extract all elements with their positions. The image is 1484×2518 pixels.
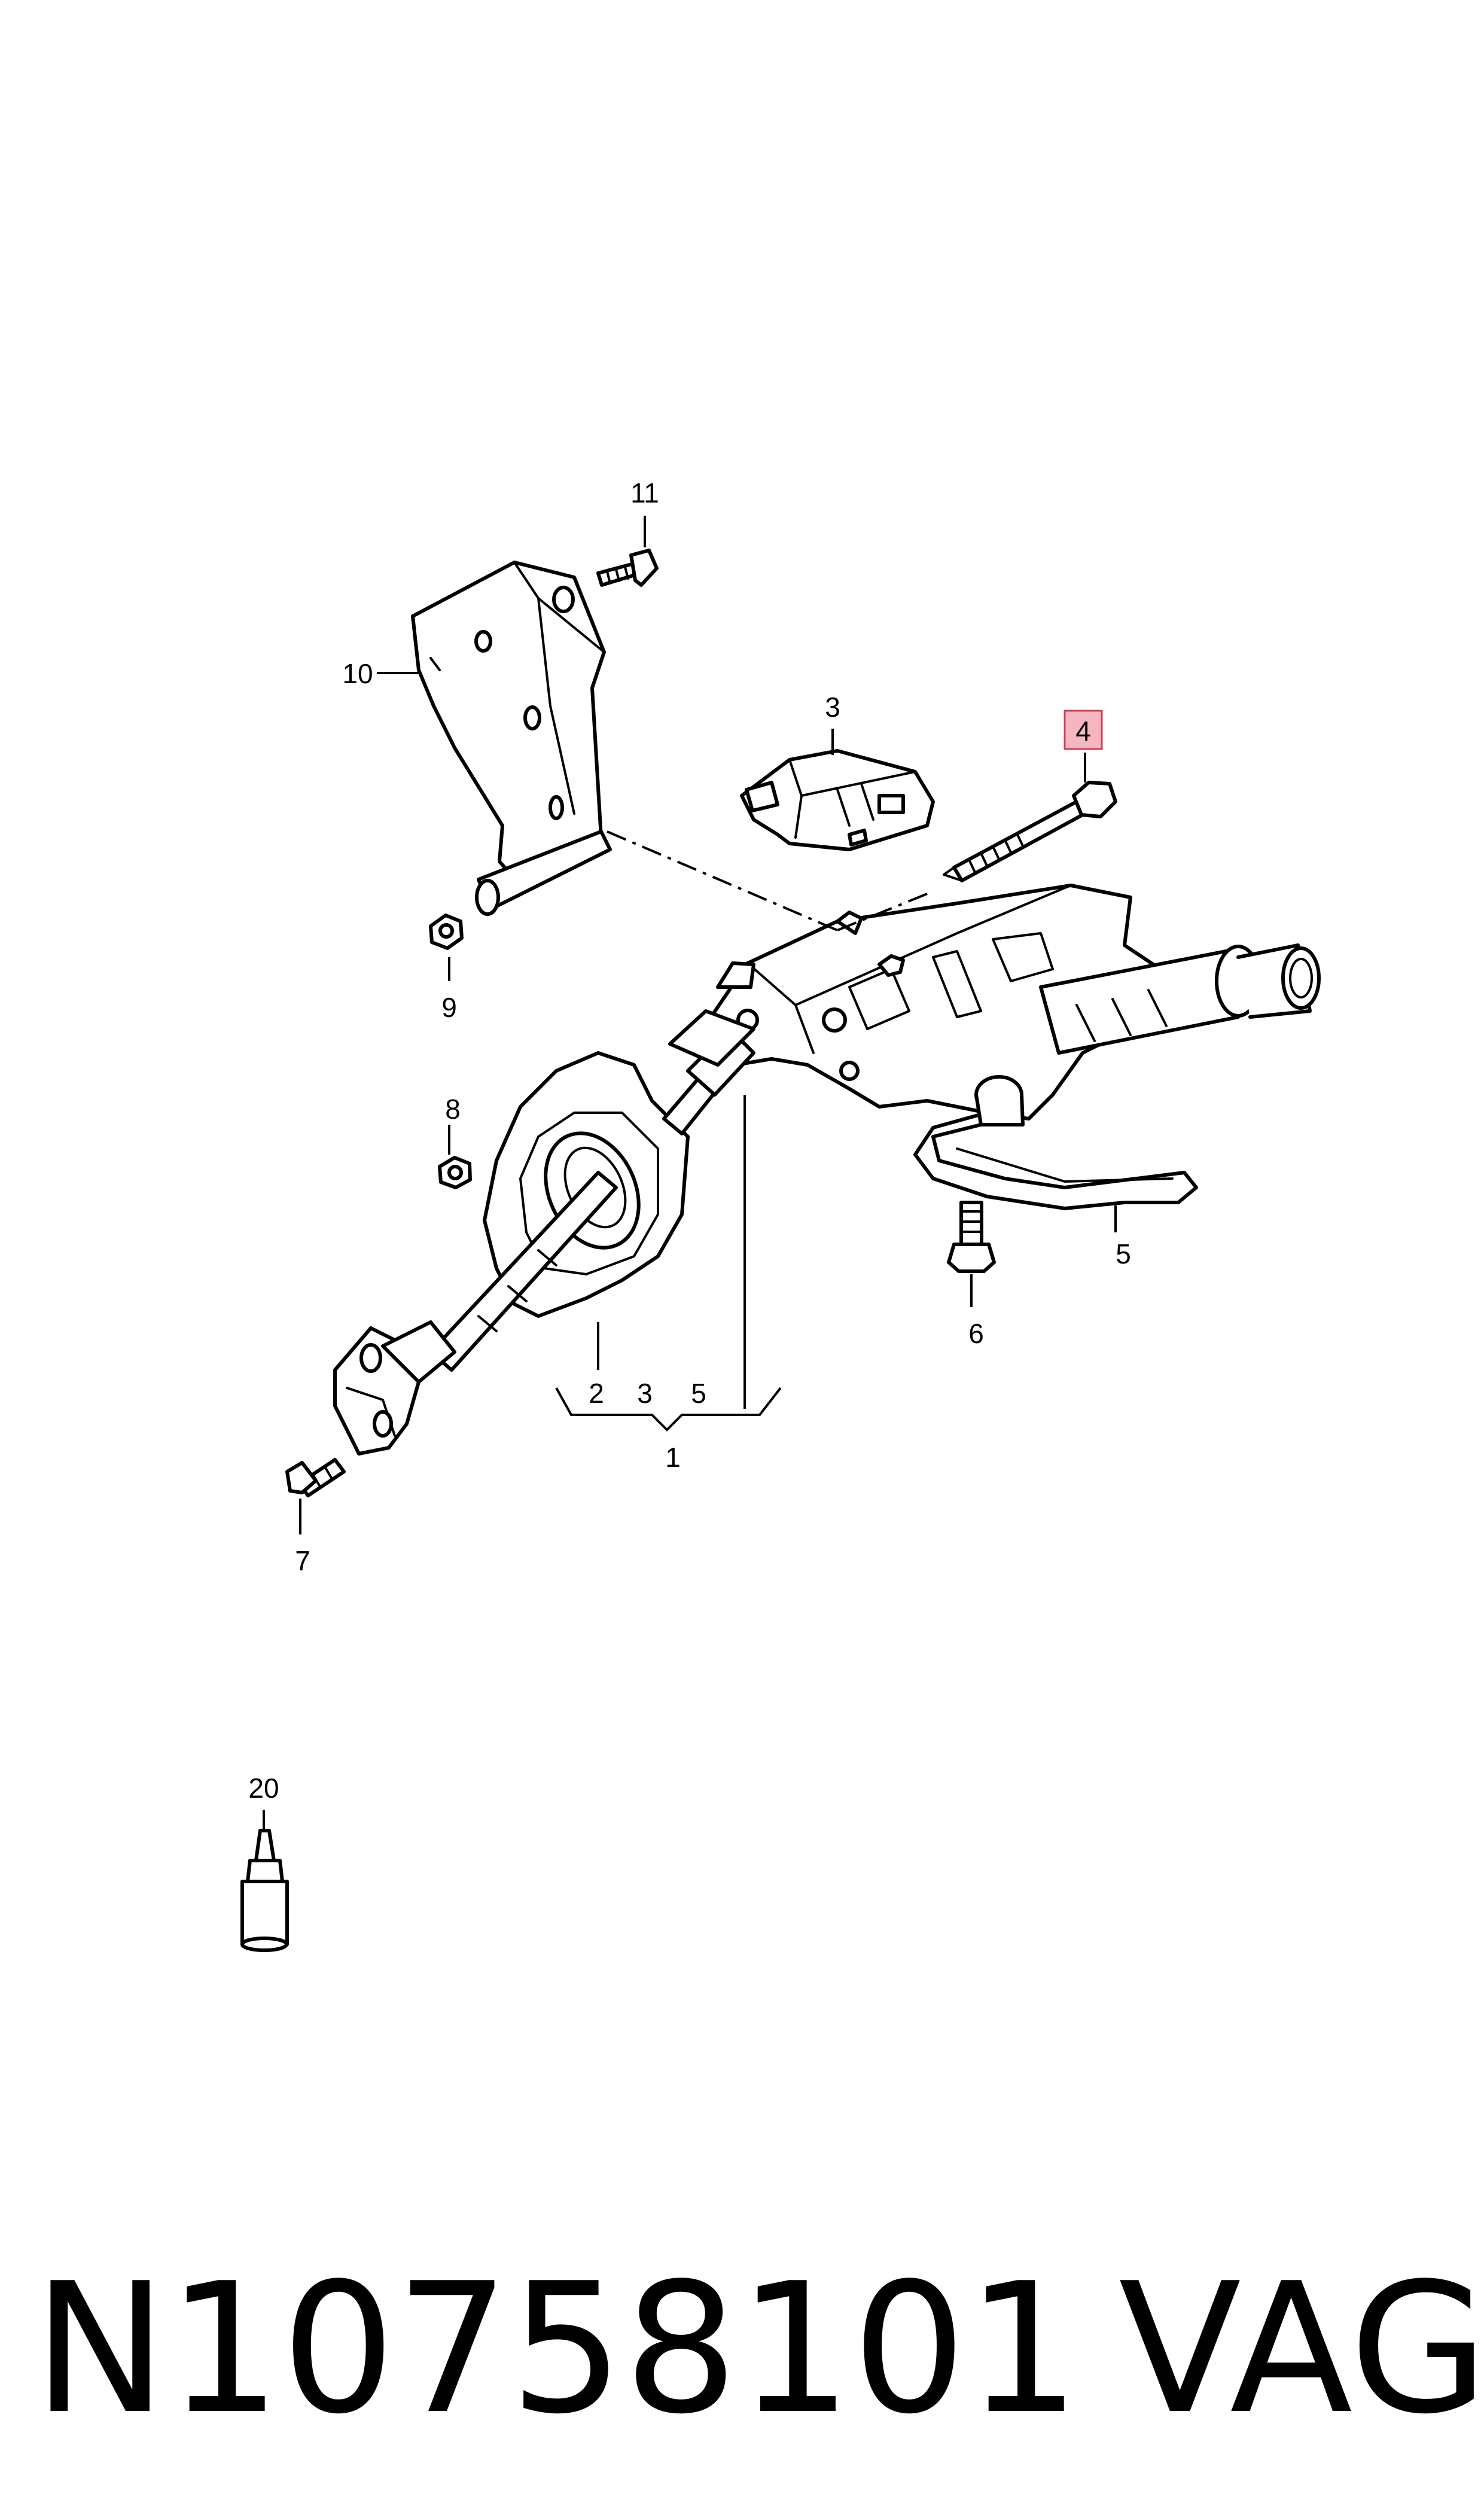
bolt-part-7	[285, 1458, 346, 1497]
callout-5: 5	[1116, 1238, 1131, 1269]
callout-2: 2	[589, 1378, 604, 1409]
brand-caption: VAG	[1119, 2245, 1484, 2453]
callout-labels: 11 10 3 4 9 8 5 6 2 3 5 1 7 20	[248, 477, 1130, 1804]
callout-4: 4	[1075, 715, 1091, 747]
sealant-bottle-part-20	[240, 1829, 289, 1952]
control-module-part-3	[740, 749, 935, 851]
steering-column-part-5	[701, 884, 1321, 1210]
callout-9: 9	[441, 992, 457, 1023]
intermediate-shaft	[333, 1009, 755, 1456]
callout-4-highlight	[1064, 710, 1103, 750]
bolt-part-6	[947, 1201, 996, 1273]
callout-8: 8	[445, 1094, 461, 1125]
bolt-part-4	[943, 781, 1117, 882]
callout-6: 6	[968, 1318, 984, 1349]
leader-lines	[263, 516, 1117, 1831]
bolt-part-11	[596, 549, 659, 587]
assembly-lines	[607, 830, 934, 931]
callout-3-group: 3	[637, 1378, 653, 1409]
callout-1: 1	[665, 1442, 681, 1473]
nut-part-8	[438, 1156, 472, 1189]
bracket-part-10	[411, 561, 612, 916]
callout-10: 10	[342, 658, 373, 689]
part-number-caption: N10758101	[33, 2245, 1080, 2453]
callout-11: 11	[630, 477, 659, 509]
callout-7: 7	[295, 1545, 310, 1576]
callout-3: 3	[825, 692, 840, 723]
callout-5-group: 5	[691, 1378, 706, 1409]
callout-20: 20	[248, 1773, 279, 1804]
nut-part-9	[429, 914, 464, 950]
